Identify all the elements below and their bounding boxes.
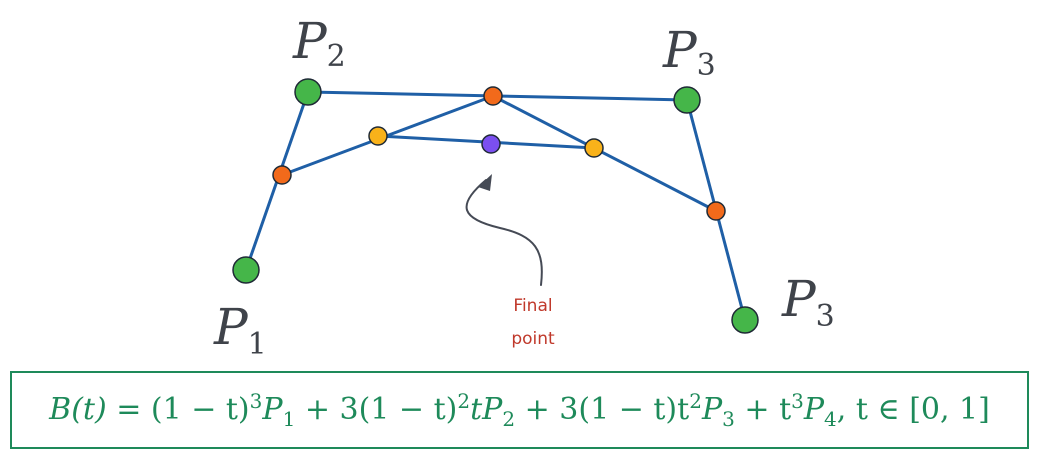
control-point-p2 bbox=[294, 78, 322, 106]
interp-point-q1 bbox=[272, 165, 292, 185]
final-point-annotation-line1: Final bbox=[513, 296, 552, 316]
interp-point-r1 bbox=[368, 126, 388, 146]
bezier-construction-diagram: Final point P2 P3 P1 P3 bbox=[213, 12, 835, 362]
formula-box: B(t) = (1 − t)3P1 + 3(1 − t)2tP2 + 3(1 −… bbox=[10, 371, 1029, 449]
formula-term3-p: P bbox=[701, 392, 723, 427]
formula-term1-p: P bbox=[262, 392, 283, 427]
formula-term3-sub: 3 bbox=[722, 407, 735, 431]
label-p3-top: P3 bbox=[662, 21, 716, 83]
formula-term2-t: tP bbox=[470, 392, 503, 427]
final-point bbox=[481, 134, 501, 154]
control-point-p1 bbox=[232, 256, 260, 284]
formula-plus3: + t bbox=[734, 392, 792, 427]
level1-lines bbox=[280, 94, 718, 213]
label-p3-bottom: P3 bbox=[781, 270, 835, 334]
formula-term4-exp: 3 bbox=[791, 389, 804, 413]
label-p2: P2 bbox=[292, 12, 346, 74]
interp-point-q3 bbox=[706, 201, 726, 221]
arrow-head-icon bbox=[478, 174, 492, 191]
interp-point-q2 bbox=[483, 86, 503, 106]
formula-lhs: B(t) = bbox=[49, 392, 151, 427]
formula-term2-exp: 2 bbox=[457, 389, 471, 413]
formula-plus1: + 3(1 − t) bbox=[295, 392, 458, 427]
formula-term4-sub: 4 bbox=[824, 407, 837, 431]
interp-point-r2 bbox=[584, 138, 604, 158]
segment-q2-q3 bbox=[491, 94, 718, 213]
formula-plus2: + 3(1 − t)t bbox=[515, 392, 690, 427]
formula-domain: , t ∈ [0, 1] bbox=[836, 392, 990, 427]
formula-term1: (1 − t) bbox=[150, 392, 250, 427]
control-point-p3 bbox=[673, 86, 701, 114]
label-p1: P1 bbox=[213, 298, 267, 362]
formula-term4-p: P bbox=[803, 392, 825, 427]
formula-term1-sub: 1 bbox=[282, 407, 296, 431]
bezier-formula: B(t) = (1 − t)3P1 + 3(1 − t)2tP2 + 3(1 −… bbox=[49, 389, 990, 431]
control-point-p4 bbox=[731, 306, 759, 334]
annotation-arrow bbox=[465, 179, 543, 286]
formula-term2-sub: 2 bbox=[502, 407, 516, 431]
formula-term3-exp: 2 bbox=[689, 389, 702, 413]
formula-term1-exp: 3 bbox=[249, 389, 263, 413]
final-point-annotation-line2: point bbox=[511, 329, 555, 349]
control-polygon bbox=[244, 90, 747, 322]
